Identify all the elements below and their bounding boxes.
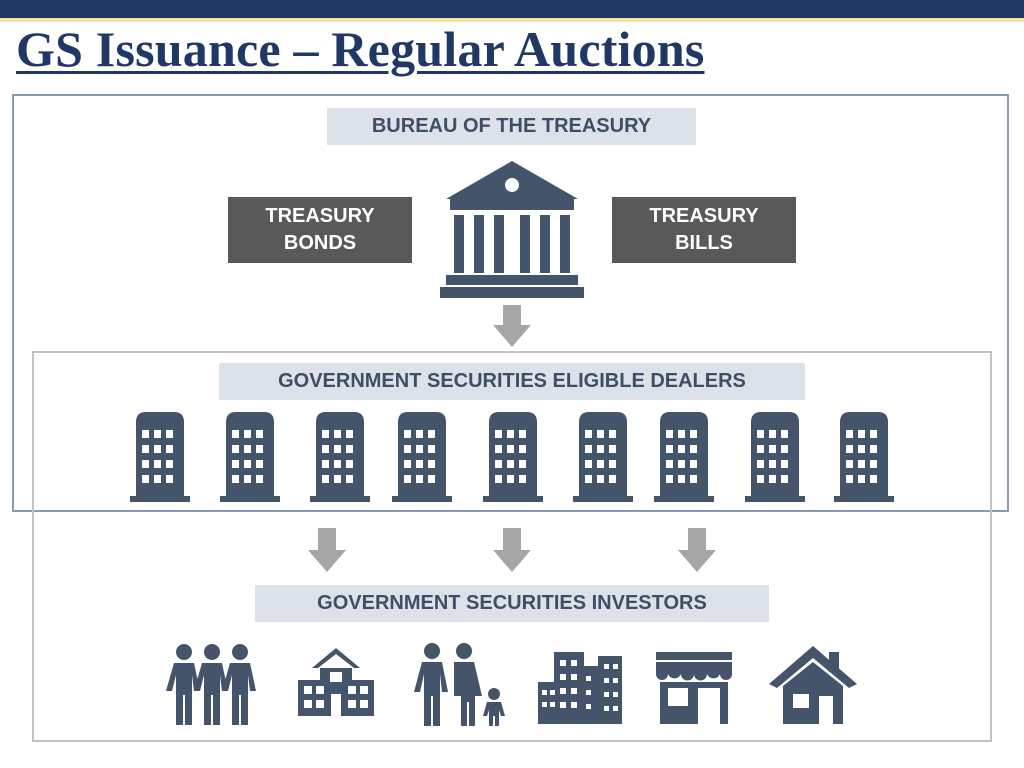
header-bar [0,0,1024,18]
office-building-icon [483,412,543,502]
arrow-down-icon [678,528,716,572]
office-building-icon [834,412,894,502]
arrow-down-icon [493,528,531,572]
group-people-icon [166,643,258,727]
office-building-icon [745,412,805,502]
treasury-bonds-line-1: TREASURY [265,205,375,227]
dealers-label: GOVERNMENT SECURITIES ELIGIBLE DEALERS [219,363,805,400]
dealers-investors-frame [32,351,992,742]
store-icon [656,652,732,724]
office-building-icon [392,412,452,502]
office-building-icon [654,412,714,502]
bank-building-icon [440,161,584,299]
treasury-dealers-frame [12,94,1009,512]
treasury-bills-line-1: TREASURY [649,205,759,227]
treasury-bonds-line-2: BONDS [283,232,357,254]
slide-title: GS Issuance – Regular Auctions [16,21,705,77]
arrow-down-icon [308,528,346,572]
house-icon [769,646,857,724]
city-buildings-icon [538,652,622,724]
school-icon [296,648,376,716]
treasury-bonds-box: TREASURY BONDS [228,197,412,263]
investors-label: GOVERNMENT SECURITIES INVESTORS [255,585,769,622]
header-accent-stripe [0,18,1024,22]
arrow-down-icon [493,305,531,347]
office-building-icon [573,412,633,502]
office-building-icon [220,412,280,502]
office-building-icon [130,412,190,502]
office-building-icon [310,412,370,502]
bureau-label: BUREAU OF THE TREASURY [327,108,696,145]
treasury-bills-line-2: BILLS [675,232,733,254]
treasury-bills-box: TREASURY BILLS [612,197,796,263]
family-icon [414,642,508,728]
